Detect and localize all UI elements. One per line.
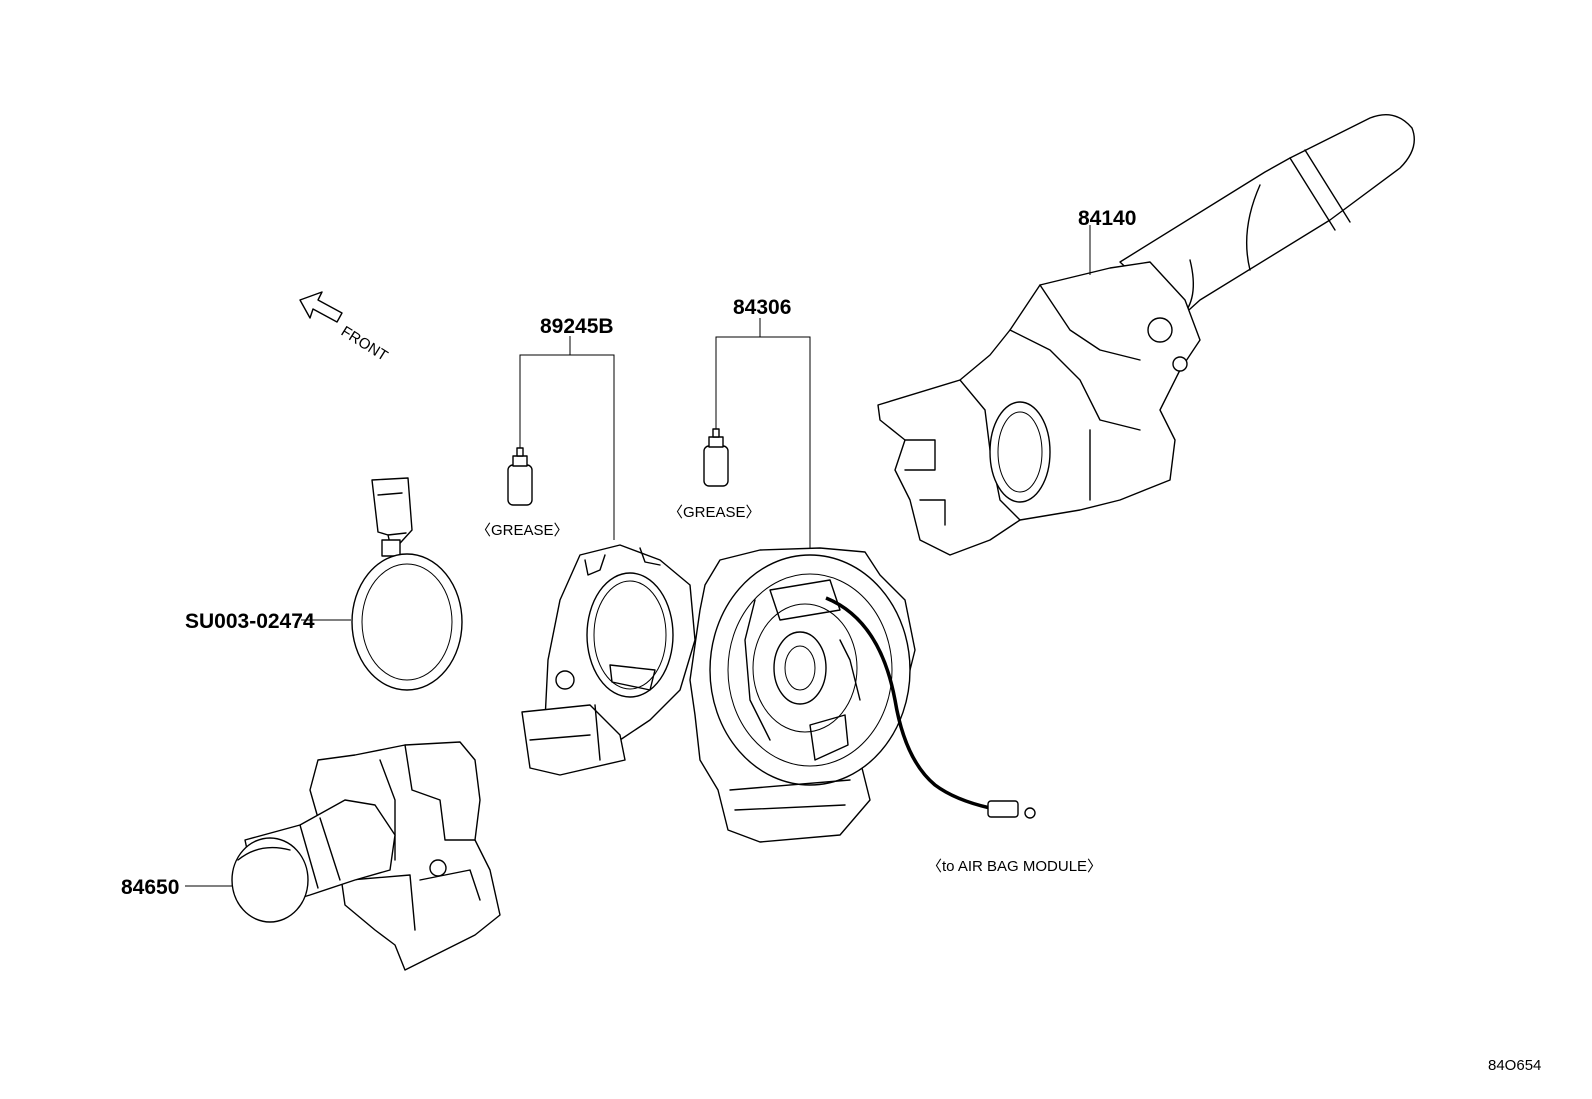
part-number-84650: 84650 xyxy=(121,876,179,899)
part-number-84140: 84140 xyxy=(1078,207,1136,230)
part-number-84306: 84306 xyxy=(733,296,791,319)
front-label: FRONT xyxy=(338,323,391,365)
bracket-89245B xyxy=(519,354,615,540)
combination-switch-84650-drawing xyxy=(185,741,501,971)
spiral-cable-89245B-drawing xyxy=(507,336,696,776)
grease-label-right: 〈GREASE〉 xyxy=(668,504,761,521)
grease-label-left: 〈GREASE〉 xyxy=(476,522,569,539)
spiral-cable-84306-drawing xyxy=(689,318,1036,843)
grease-bottle-left xyxy=(507,447,533,506)
combination-switch-84140-drawing xyxy=(877,114,1415,556)
clamp-SU003-drawing xyxy=(301,477,463,691)
part-number-SU003-02474: SU003-02474 xyxy=(185,610,315,633)
diagram-id: 84O654 xyxy=(1488,1057,1541,1074)
grease-bottle-right xyxy=(703,428,729,487)
airbag-module-note: 〈to AIR BAG MODULE〉 xyxy=(927,858,1102,875)
front-arrow xyxy=(299,291,343,323)
part-number-89245B: 89245B xyxy=(540,315,614,338)
airbag-connector xyxy=(987,800,1019,818)
airbag-wire xyxy=(825,596,991,810)
bracket-84306 xyxy=(715,336,811,552)
